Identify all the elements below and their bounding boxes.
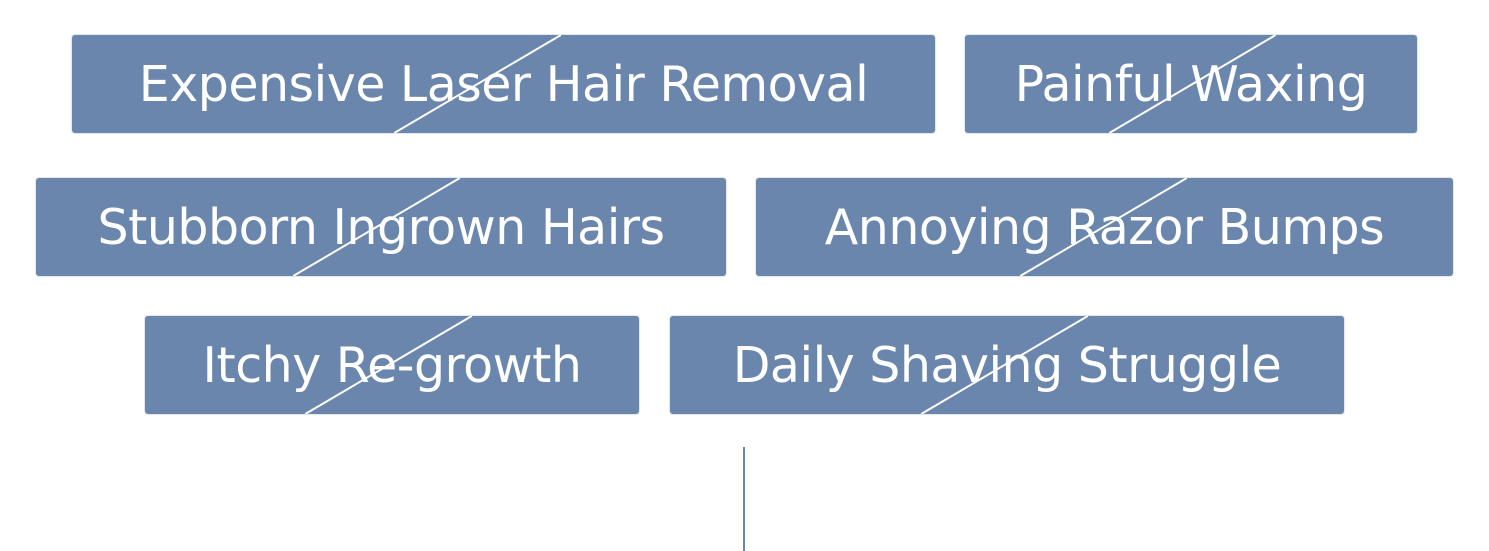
- problem-tag-label: Daily Shaving Struggle: [732, 336, 1282, 394]
- problem-tag-label: Itchy Re-growth: [202, 336, 582, 394]
- connector-line: [743, 447, 745, 551]
- problem-tag-razor-bumps: Annoying Razor Bumps: [755, 177, 1454, 277]
- problem-tag-laser: Expensive Laser Hair Removal: [71, 34, 936, 134]
- problem-tag-shaving: Daily Shaving Struggle: [669, 315, 1345, 415]
- problem-tag-label: Stubborn Ingrown Hairs: [97, 198, 666, 256]
- problem-tag-label: Annoying Razor Bumps: [824, 198, 1385, 256]
- problem-tag-waxing: Painful Waxing: [964, 34, 1418, 134]
- problem-tag-ingrown: Stubborn Ingrown Hairs: [35, 177, 727, 277]
- problem-tag-regrowth: Itchy Re-growth: [144, 315, 640, 415]
- problem-tag-label: Expensive Laser Hair Removal: [138, 55, 869, 113]
- problem-tag-label: Painful Waxing: [1014, 55, 1368, 113]
